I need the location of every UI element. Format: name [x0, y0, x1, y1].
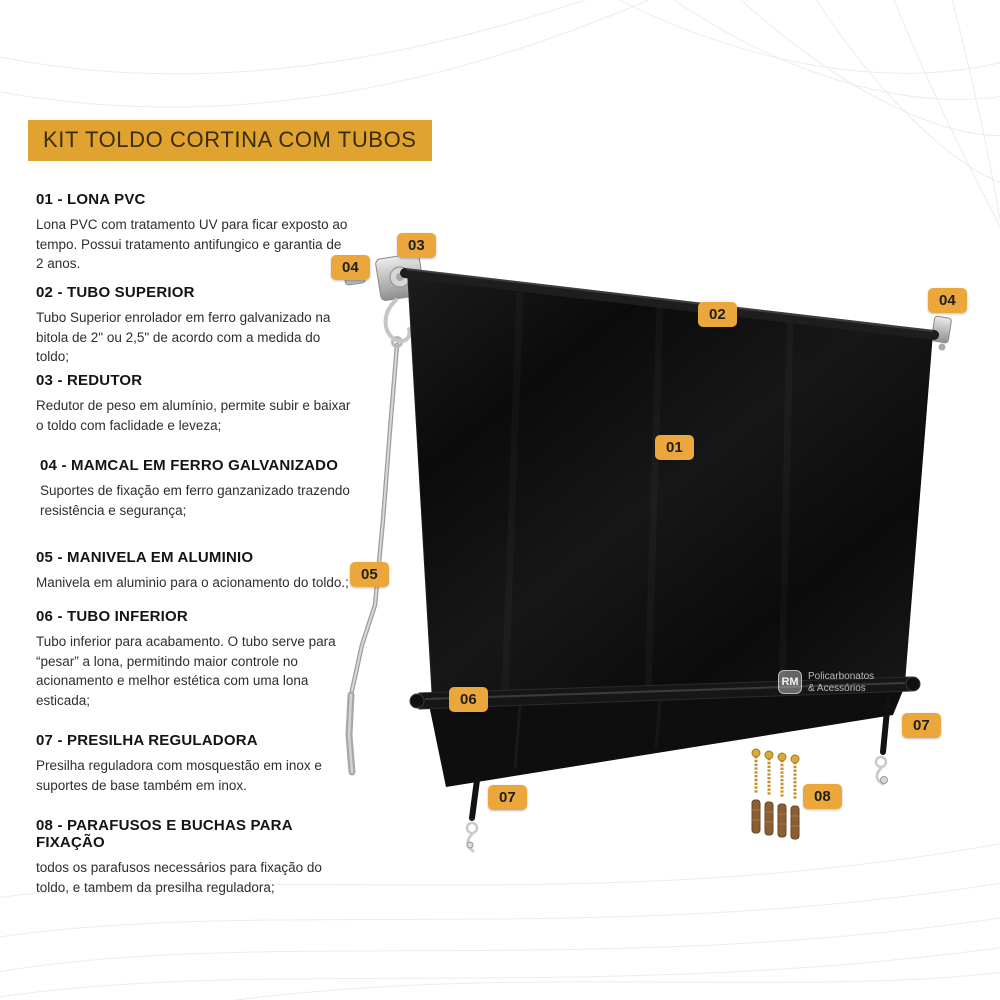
section-parafusos: 08 - PARAFUSOS E BUCHAS PARA FIXAÇÃO tod… [36, 817, 352, 897]
section-heading: 02 - TUBO SUPERIOR [36, 284, 195, 301]
callout-badge-07-left: 07 [488, 785, 527, 810]
page-title: KIT TOLDO CORTINA COM TUBOS [28, 120, 432, 161]
section-body: Manivela em aluminio para o acionamento … [36, 575, 349, 590]
section-lona-pvc: 01 - LONA PVC Lona PVC com tratamento UV… [36, 191, 352, 274]
tarp-canvas-illustration [406, 270, 933, 702]
section-redutor: 03 - REDUTOR Redutor de peso em alumínio… [36, 372, 352, 435]
section-manivela: 05 - MANIVELA EM ALUMINIO Manivela em al… [36, 549, 352, 593]
section-heading: 06 - TUBO INFERIOR [36, 608, 188, 625]
brand-name: Policarbonatos & Acessórios [808, 670, 874, 695]
callout-badge-04-right: 04 [928, 288, 967, 313]
callout-badge-07-right: 07 [902, 713, 941, 738]
callout-badge-02: 02 [698, 302, 737, 327]
left-strap-clip-illustration [465, 777, 480, 853]
top-tube-illustration [400, 268, 939, 340]
section-mamcal: 04 - MAMCAL EM FERRO GALVANIZADO Suporte… [40, 457, 356, 520]
callout-badge-08: 08 [803, 784, 842, 809]
section-heading: 07 - PRESILHA REGULADORA [36, 732, 258, 749]
brand-name-line2: & Acessórios [808, 683, 866, 694]
section-body: Lona PVC com tratamento UV para ficar ex… [36, 217, 348, 272]
section-heading: 03 - REDUTOR [36, 372, 143, 389]
callout-badge-01: 01 [655, 435, 694, 460]
brand-watermark: RM Policarbonatos & Acessórios [778, 670, 874, 695]
section-body: Tubo inferior para acabamento. O tubo se… [36, 634, 336, 708]
section-presilha: 07 - PRESILHA REGULADORA Presilha regula… [36, 732, 352, 795]
callout-badge-04-left: 04 [331, 255, 370, 280]
section-body: Suportes de fixação em ferro ganzanizado… [40, 483, 350, 518]
screws-and-anchors-illustration [751, 748, 800, 840]
section-heading: 08 - PARAFUSOS E BUCHAS PARA FIXAÇÃO [36, 817, 293, 851]
crank-handle-illustration [345, 336, 403, 776]
right-strap-clip-illustration [874, 697, 891, 786]
callout-badge-05: 05 [350, 562, 389, 587]
brand-name-line1: Policarbonatos [808, 671, 875, 682]
section-heading: 04 - MAMCAL EM FERRO GALVANIZADO [40, 457, 339, 474]
section-body: todos os parafusos necessários para fixa… [36, 860, 322, 895]
section-body: Tubo Superior enrolador em ferro galvani… [36, 310, 331, 365]
bottom-tube-illustration [409, 676, 921, 710]
section-heading: 01 - LONA PVC [36, 191, 146, 208]
callout-badge-06: 06 [449, 687, 488, 712]
callout-badge-03: 03 [397, 233, 436, 258]
brand-logo: RM [778, 670, 802, 694]
section-body: Redutor de peso em alumínio, permite sub… [36, 398, 351, 433]
section-tubo-superior: 02 - TUBO SUPERIOR Tubo Superior enrolad… [36, 284, 352, 367]
section-heading: 05 - MANIVELA EM ALUMINIO [36, 549, 254, 566]
section-body: Presilha reguladora com mosquestão em in… [36, 758, 322, 793]
section-tubo-inferior: 06 - TUBO INFERIOR Tubo inferior para ac… [36, 608, 352, 710]
tarp-bottom-flap [428, 683, 906, 787]
